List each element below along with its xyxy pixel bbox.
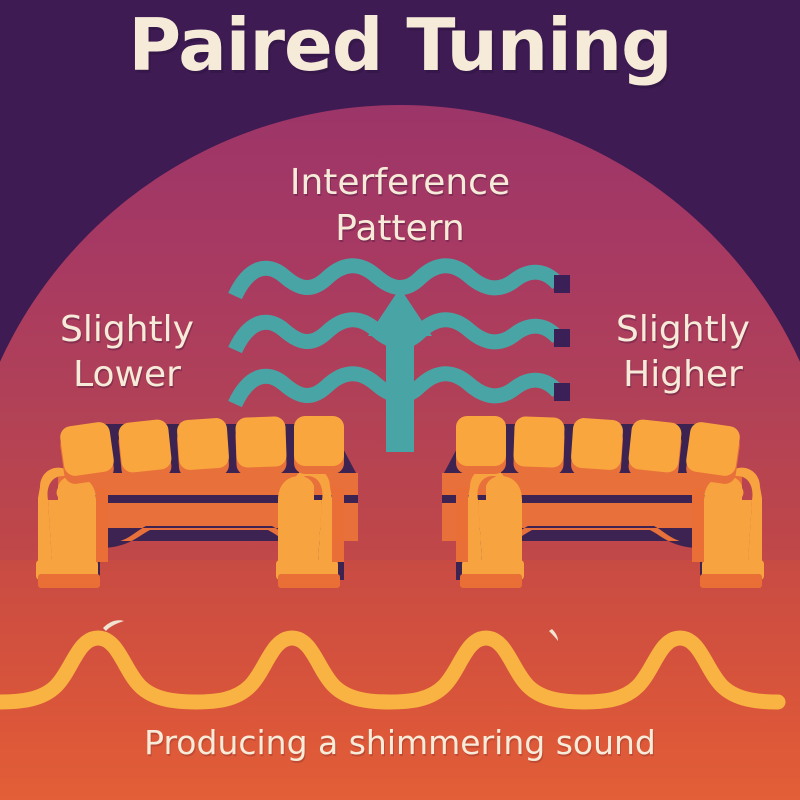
left-label-line2: Lower	[73, 354, 181, 395]
right-keys	[456, 416, 740, 484]
right-label-line1: Slightly	[616, 309, 750, 350]
left-frame-stripe	[58, 495, 358, 503]
left-key-2	[118, 419, 172, 481]
caption-text: Producing a shimmering sound	[144, 723, 656, 762]
interference-label-line2: Pattern	[335, 208, 465, 250]
sparkle-fleck-2	[549, 629, 558, 641]
right-leg-scroll-near	[692, 467, 764, 588]
right-label-line2: Higher	[623, 354, 743, 395]
upward-arrow-icon	[368, 288, 432, 452]
right-key-5	[456, 416, 506, 474]
shimmer-wave-path	[0, 630, 786, 710]
left-leg-scroll-far	[276, 467, 344, 588]
left-pitch-label: Slightly Lower	[22, 307, 232, 397]
left-key-4	[235, 416, 287, 476]
right-key-4	[513, 416, 565, 476]
sparkle-fleck-1	[103, 620, 124, 631]
left-key-1	[60, 422, 114, 484]
left-label-line1: Slightly	[60, 309, 194, 350]
right-key-2	[628, 419, 682, 481]
right-frame-stripe	[442, 495, 742, 503]
left-keys	[60, 416, 344, 484]
right-key-1	[686, 422, 740, 484]
left-leg-scroll-near	[36, 467, 108, 588]
wave-cap-2	[554, 329, 570, 347]
wave-end-caps	[554, 275, 570, 401]
wave-cap-3	[554, 383, 570, 401]
interference-label-line1: Interference	[289, 162, 511, 203]
page-title: Paired Tuning	[128, 3, 672, 87]
left-key-5	[294, 416, 344, 474]
right-pitch-label: Slightly Higher	[578, 307, 788, 397]
right-key-3	[571, 418, 623, 478]
interference-wave-1	[228, 258, 564, 300]
interference-pattern-label: Interference Pattern	[190, 160, 610, 252]
left-key-3	[177, 418, 229, 478]
right-leg-scroll-far	[456, 467, 524, 588]
wave-cap-1	[554, 275, 570, 293]
